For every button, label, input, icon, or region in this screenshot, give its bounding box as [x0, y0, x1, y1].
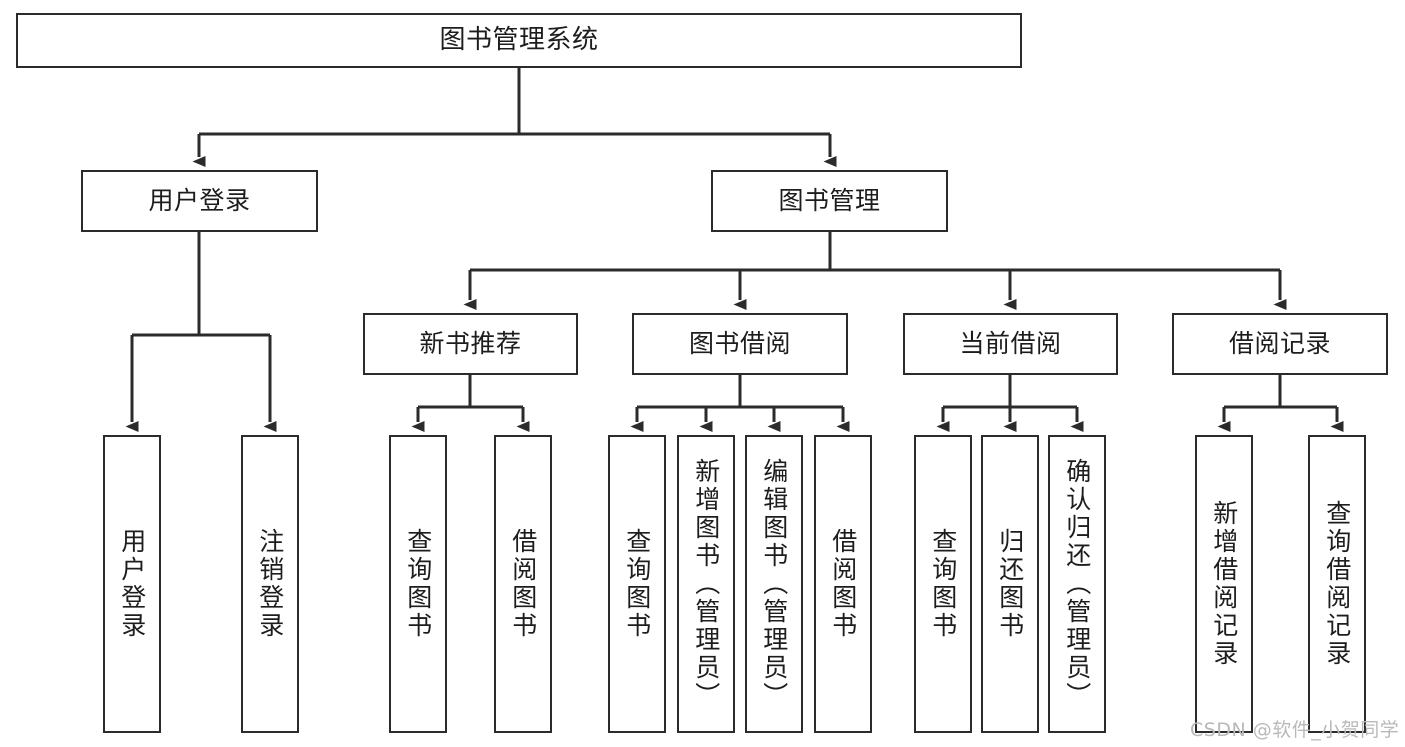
leaf-borrow-book[interactable]: 借阅图书 [814, 435, 872, 733]
node-label: 编辑图书（管理员） [759, 458, 789, 710]
node-borrow-record[interactable]: 借阅记录 [1172, 313, 1388, 375]
node-label: 图书借阅 [688, 328, 791, 358]
node-label: 注销登录 [255, 528, 285, 640]
node-label: 查询图书 [403, 528, 433, 640]
leaf-query-borrow-record[interactable]: 查询借阅记录 [1308, 435, 1366, 733]
node-label: 新书推荐 [419, 328, 522, 358]
leaf-user-logout[interactable]: 注销登录 [241, 435, 299, 733]
node-user-login-module[interactable]: 用户登录 [81, 170, 318, 232]
leaf-add-book-admin[interactable]: 新增图书（管理员） [677, 435, 735, 733]
node-label: 确认归还（管理员） [1062, 458, 1092, 710]
leaf-borrow-query-book[interactable]: 查询图书 [608, 435, 666, 733]
watermark-text: CSDN @软件_小贺同学 [1190, 719, 1400, 741]
node-new-book-recommend[interactable]: 新书推荐 [363, 313, 578, 375]
node-label: 新增借阅记录 [1209, 500, 1239, 668]
node-label: 借阅图书 [508, 528, 538, 640]
leaf-user-login[interactable]: 用户登录 [103, 435, 161, 733]
node-label: 图书管理系统 [439, 24, 599, 55]
leaf-edit-book-admin[interactable]: 编辑图书（管理员） [745, 435, 803, 733]
node-label: 图书管理 [778, 185, 881, 215]
node-root-system[interactable]: 图书管理系统 [16, 13, 1022, 68]
node-label: 用户登录 [148, 185, 251, 215]
node-current-borrow[interactable]: 当前借阅 [903, 313, 1118, 375]
node-book-management-module[interactable]: 图书管理 [711, 170, 948, 232]
node-label: 借阅图书 [828, 528, 858, 640]
leaf-confirm-return-admin[interactable]: 确认归还（管理员） [1048, 435, 1106, 733]
leaf-new-book-query[interactable]: 查询图书 [389, 435, 447, 733]
leaf-return-book[interactable]: 归还图书 [981, 435, 1039, 733]
node-label: 查询图书 [622, 528, 652, 640]
leaf-new-book-borrow[interactable]: 借阅图书 [494, 435, 552, 733]
node-book-borrow[interactable]: 图书借阅 [632, 313, 848, 375]
node-label: 归还图书 [995, 528, 1025, 640]
node-label: 当前借阅 [959, 328, 1062, 358]
leaf-current-query-book[interactable]: 查询图书 [914, 435, 972, 733]
node-label: 查询借阅记录 [1322, 500, 1352, 668]
node-label: 借阅记录 [1228, 328, 1331, 358]
leaf-add-borrow-record[interactable]: 新增借阅记录 [1195, 435, 1253, 733]
node-label: 新增图书（管理员） [691, 458, 721, 710]
node-label: 用户登录 [117, 528, 147, 640]
node-label: 查询图书 [928, 528, 958, 640]
